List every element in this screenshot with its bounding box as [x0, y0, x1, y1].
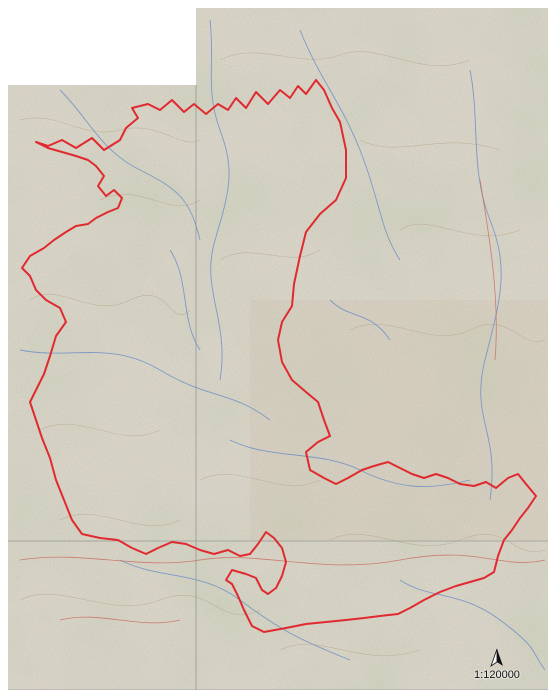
north-arrow-icon: [490, 648, 503, 667]
contour-lines: [19, 51, 546, 657]
scale-ratio-label: 1:120000: [474, 669, 520, 681]
study-area-boundary[interactable]: [21, 79, 537, 633]
map-legend-block: 1:120000: [462, 648, 532, 692]
map-sheet-grid: [8, 85, 548, 690]
